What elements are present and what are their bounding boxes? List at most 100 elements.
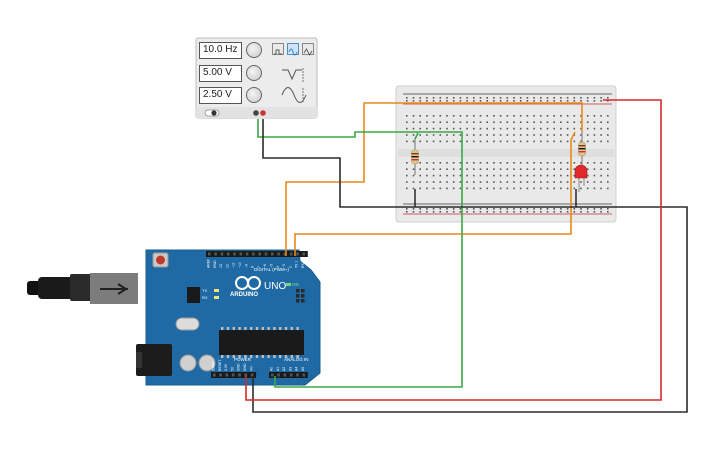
wire-orange-pin3-to-breadboard[interactable]	[294, 131, 576, 256]
power-pin-socket[interactable]	[219, 373, 222, 377]
breadboard-hole	[486, 121, 488, 123]
breadboard-hole	[426, 187, 428, 190]
breadboard-hole	[553, 181, 555, 183]
breadboard-hole	[419, 181, 421, 183]
power-pin-socket[interactable]	[231, 373, 235, 377]
analog-pin-socket[interactable]	[271, 373, 274, 377]
breadboard-hole	[593, 140, 596, 143]
dc-offset-display[interactable]: 2.50 V	[199, 87, 242, 104]
power-pin-socket[interactable]	[213, 373, 216, 377]
arduino-uno[interactable]: TX RX ON ARDUINO UNO DIGITAL (PWM~) POWE…	[27, 249, 321, 386]
breadboard[interactable]	[395, 85, 617, 223]
digital-pin-socket[interactable]	[226, 252, 230, 256]
power-pin-socket[interactable]	[225, 373, 229, 377]
analog-pin-strip	[269, 372, 308, 378]
digital-pin-socket[interactable]	[283, 252, 287, 256]
analog-pin-socket[interactable]	[296, 373, 299, 377]
breadboard-hole	[446, 115, 448, 117]
breadboard-hole	[419, 174, 421, 177]
digital-pin-label: 13	[219, 264, 223, 268]
ground-terminal[interactable]	[253, 110, 259, 116]
breadboard-hole	[519, 121, 522, 123]
digital-pin-socket[interactable]	[245, 252, 249, 256]
square-wave-button[interactable]	[272, 43, 284, 55]
digital-pin-socket[interactable]	[296, 252, 299, 256]
breadboard-hole	[432, 174, 435, 177]
frequency-knob[interactable]	[246, 42, 262, 58]
breadboard-hole	[499, 127, 502, 130]
icsp-pin	[301, 289, 305, 293]
breadboard-hole	[526, 140, 529, 143]
breadboard-hole	[519, 168, 522, 170]
breadboard-hole	[573, 168, 576, 170]
analog-pin-socket[interactable]	[289, 373, 293, 377]
digital-pin-socket[interactable]	[264, 252, 268, 256]
wire-orange-pin6-to-resistor[interactable]	[285, 102, 583, 256]
digital-pin-socket[interactable]	[220, 252, 224, 256]
reset-button[interactable]	[156, 255, 165, 265]
red-led[interactable]	[574, 164, 588, 192]
digital-pin-socket[interactable]	[289, 252, 293, 256]
breadboard-hole	[580, 127, 582, 130]
wire-red-5v[interactable]	[245, 99, 662, 401]
breadboard-hole	[533, 181, 535, 183]
sine-wave-button[interactable]	[287, 43, 299, 56]
breadboard-hole	[412, 121, 415, 123]
resistor-right[interactable]	[578, 131, 586, 165]
breadboard-hole	[479, 134, 482, 136]
breadboard-hole	[506, 140, 509, 143]
breadboard-hole	[533, 100, 535, 102]
digital-pin-socket[interactable]	[214, 252, 217, 256]
breadboard-hole	[566, 174, 569, 177]
power-pin-socket[interactable]	[250, 373, 254, 377]
breadboard-hole	[593, 121, 596, 123]
wire-green-generator-to-a0[interactable]	[257, 119, 463, 388]
capacitor-2	[198, 354, 216, 372]
on-label: ON	[292, 282, 299, 287]
breadboard-hole	[513, 211, 515, 213]
amplitude-knob[interactable]	[246, 65, 262, 81]
breadboard-hole	[580, 181, 582, 183]
digital-pin-socket[interactable]	[277, 252, 280, 256]
breadboard-hole	[546, 100, 549, 102]
resistor-left-band-2	[411, 156, 419, 158]
breadboard-hole	[533, 211, 535, 213]
digital-pin-socket[interactable]	[239, 252, 243, 256]
digital-pin-socket[interactable]	[271, 252, 274, 256]
power-pin-socket[interactable]	[244, 373, 248, 377]
breadboard-hole	[439, 121, 442, 123]
breadboard-hole	[412, 168, 415, 170]
resistor-left[interactable]	[411, 139, 419, 175]
digital-pin-socket[interactable]	[258, 252, 261, 256]
wire-black-ground[interactable]	[252, 119, 688, 413]
breadboard-hole	[533, 134, 535, 136]
breadboard-hole	[566, 97, 569, 99]
breadboard-hole	[600, 127, 602, 130]
output-terminal[interactable]	[260, 110, 266, 116]
breadboard-hole	[580, 100, 582, 102]
breadboard-hole	[540, 187, 542, 190]
amplitude-display[interactable]: 5.00 V	[199, 65, 242, 82]
breadboard-hole	[533, 115, 535, 117]
digital-pin-socket[interactable]	[302, 252, 306, 256]
breadboard-hole	[452, 121, 455, 123]
triangle-wave-button[interactable]	[302, 43, 314, 56]
breadboard-hole	[479, 140, 482, 143]
power-pin-socket[interactable]	[238, 373, 241, 377]
analog-pin-socket[interactable]	[283, 373, 287, 377]
analog-pin-socket[interactable]	[302, 373, 306, 377]
digital-pin-socket[interactable]	[252, 252, 255, 256]
breadboard-hole	[546, 140, 549, 143]
power-header	[211, 372, 257, 378]
analog-pin-socket[interactable]	[277, 373, 280, 377]
breadboard-hole	[473, 162, 475, 164]
digital-pin-socket[interactable]	[233, 252, 236, 256]
digital-pin-label: 12	[225, 264, 229, 268]
digital-pin-socket[interactable]	[208, 252, 211, 256]
wire-green-short[interactable]	[414, 132, 419, 140]
breadboard-hole	[426, 168, 428, 170]
dc-offset-knob[interactable]	[246, 87, 262, 103]
rx-label: RX	[202, 295, 208, 300]
frequency-display[interactable]: 10.0 Hz	[199, 42, 242, 59]
